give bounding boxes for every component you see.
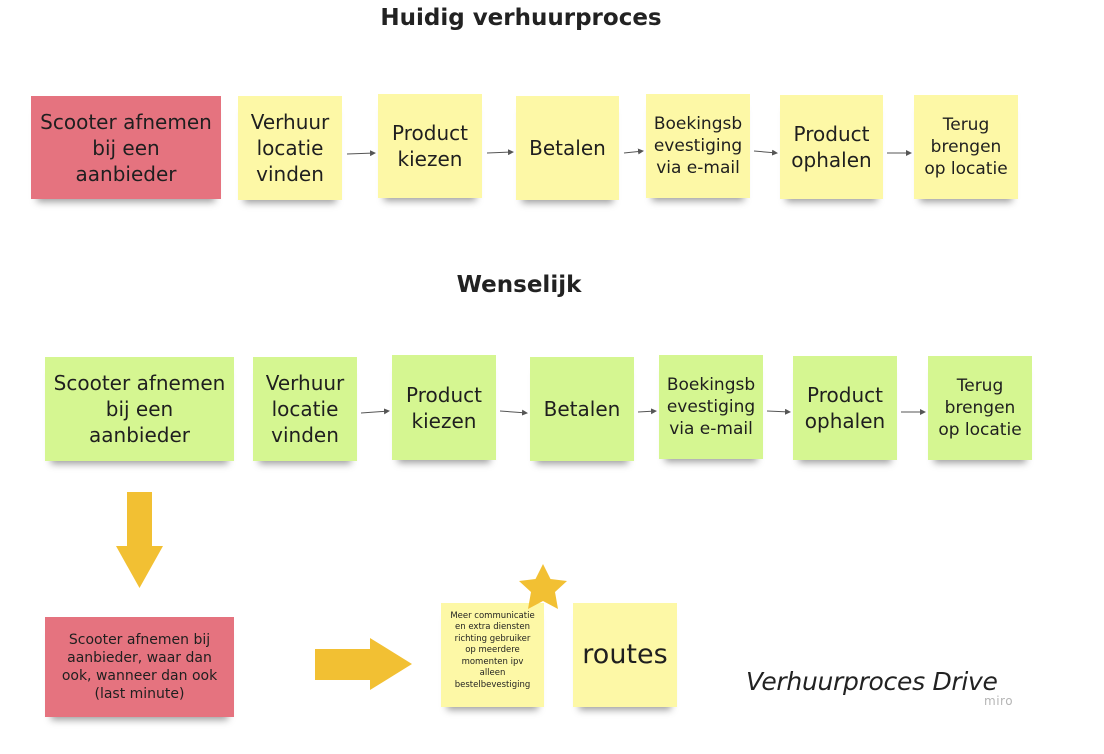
sticky-current-boekingsbevestiging[interactable]: Boekingsb evestiging via e-mail [646,94,750,198]
sticky-current-terug-brengen[interactable]: Terug brengen op locatie [914,95,1018,199]
heading-desired-process: Wenselijk [456,272,582,298]
sticky-current-verhuur-locatie[interactable]: Verhuur locatie vinden [238,96,342,200]
connector-current-4 [753,149,778,156]
sticky-desired-scooter-afnemen[interactable]: Scooter afnemen bij een aanbieder [45,357,234,461]
sticky-current-scooter-afnemen[interactable]: Scooter afnemen bij een aanbieder [31,96,221,199]
connector-current-1 [346,150,376,157]
sticky-meer-communicatie[interactable]: Meer communicatie en extra diensten rich… [441,603,544,707]
connector-current-2 [486,149,514,156]
sticky-routes[interactable]: routes [573,603,677,707]
board-caption: Verhuurproces Drive [746,667,998,696]
down-arrow-icon [116,492,163,588]
heading-current-process: Huidig verhuurproces [380,5,662,31]
sticky-current-product-kiezen[interactable]: Product kiezen [378,94,482,198]
sticky-desired-terug-brengen[interactable]: Terug brengen op locatie [928,356,1032,460]
sticky-current-product-ophalen[interactable]: Product ophalen [780,95,883,199]
connector-desired-1 [360,408,390,415]
miro-watermark: miro [984,694,1014,708]
sticky-desired-boekingsbevestiging[interactable]: Boekingsb evestiging via e-mail [659,355,763,459]
sticky-desired-betalen[interactable]: Betalen [530,357,634,461]
star-icon [519,564,567,609]
connector-current-3 [623,148,644,155]
sticky-current-betalen[interactable]: Betalen [516,96,619,200]
connector-desired-2 [499,409,528,416]
sticky-desired-product-kiezen[interactable]: Product kiezen [392,355,496,460]
connector-desired-3 [637,408,657,415]
sticky-scooter-last-minute[interactable]: Scooter afnemen bij aanbieder, waar dan … [45,617,234,717]
right-arrow-icon [315,638,412,690]
connector-desired-4 [766,408,791,415]
sticky-desired-verhuur-locatie[interactable]: Verhuur locatie vinden [253,357,357,461]
sticky-desired-product-ophalen[interactable]: Product ophalen [793,356,897,460]
